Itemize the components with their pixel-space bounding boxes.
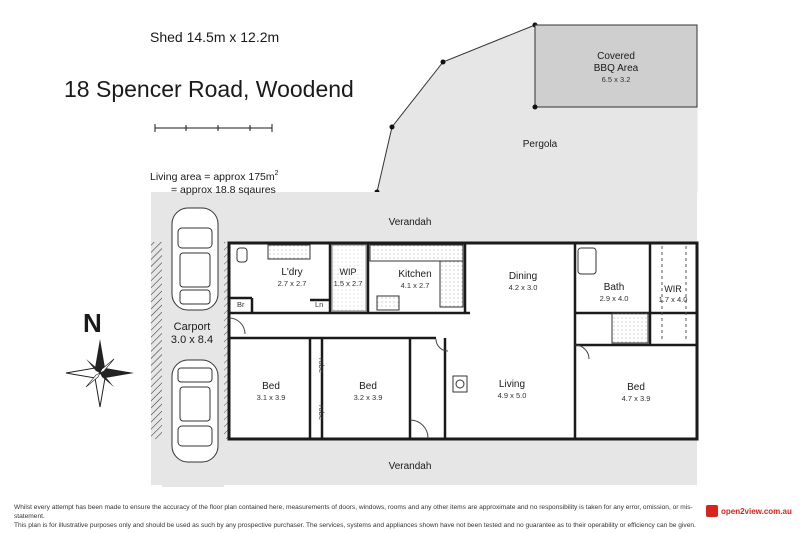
car-bottom	[171, 359, 219, 463]
pergola-label: Pergola	[523, 139, 558, 150]
bed2-dim: 3.2 x 3.9	[354, 393, 383, 402]
living-name: Living	[499, 379, 525, 390]
pergola-edge	[376, 24, 536, 193]
bed3-dim: 4.7 x 3.9	[622, 394, 651, 403]
bath-fixtures	[236, 247, 649, 344]
kitchen-dim: 4.1 x 2.7	[401, 281, 430, 290]
brand-logo: open2view.com.au	[706, 505, 792, 517]
fireplace-icon	[452, 375, 468, 393]
laundry-name: L'dry	[281, 267, 302, 278]
bed1-dim: 3.1 x 3.9	[257, 393, 286, 402]
wip-dim: 1.5 x 2.7	[334, 279, 363, 288]
ln-label: Ln	[315, 300, 323, 309]
scale-bar	[154, 124, 273, 132]
compass-icon	[65, 339, 134, 408]
north-label: N	[83, 308, 102, 338]
robe-top-label: robe	[317, 358, 326, 373]
covered-bbq-area	[534, 24, 698, 108]
verandah-top-label: Verandah	[389, 217, 432, 228]
laundry-dim: 2.7 x 2.7	[278, 279, 307, 288]
bed2-name: Bed	[359, 381, 377, 392]
bed1-name: Bed	[262, 381, 280, 392]
wir-dim: 1.7 x 4.0	[659, 295, 688, 304]
dining-dim: 4.2 x 3.0	[509, 283, 538, 292]
bath-name: Bath	[604, 282, 625, 293]
bbq-dim: 6.5 x 3.2	[602, 75, 631, 84]
bbq-name: Covered	[597, 51, 635, 62]
disclaimer-line1: Whilst every attempt has been made to en…	[14, 504, 693, 520]
carport-name: Carport	[174, 321, 211, 333]
interior-walls	[229, 243, 697, 439]
living-dim: 4.9 x 5.0	[498, 391, 527, 400]
door-swings	[228, 317, 590, 439]
robe-bottom-label: robe	[317, 405, 326, 420]
living-area-line1: Living area = approx 175m2	[150, 170, 279, 183]
living-area-line2: = approx 18.8 sqaures	[171, 184, 276, 196]
logo-text: open2view.com.au	[721, 506, 792, 516]
disclaimer: Whilst every attempt has been made to en…	[14, 503, 704, 530]
verandah-bottom-label: Verandah	[389, 461, 432, 472]
dining-name: Dining	[509, 271, 537, 282]
wir-name: WIR	[664, 284, 682, 294]
bbq-name2: BBQ Area	[594, 63, 639, 74]
kitchen-benches	[267, 244, 464, 312]
disclaimer-line2: This plan is for illustrative purposes o…	[14, 522, 696, 529]
bath-dim: 2.9 x 4.0	[600, 294, 629, 303]
car-top	[171, 207, 219, 311]
wip-name: WIP	[340, 267, 357, 277]
br-label: Br	[237, 300, 245, 309]
shed-label: Shed 14.5m x 12.2m	[150, 29, 279, 45]
wir-rails	[661, 246, 687, 342]
kitchen-name: Kitchen	[398, 269, 431, 280]
carport-dim: 3.0 x 8.4	[171, 334, 213, 346]
bed3-name: Bed	[627, 382, 645, 393]
logo-icon	[706, 505, 718, 517]
address-title: 18 Spencer Road, Woodend	[64, 76, 354, 102]
